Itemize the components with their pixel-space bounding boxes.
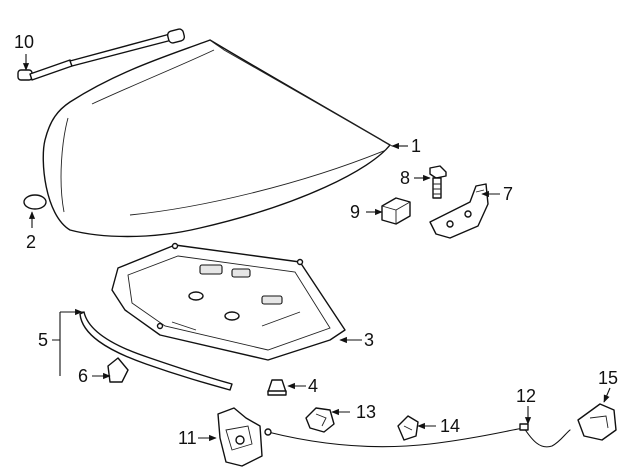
callout-13: 13 [356,402,376,422]
callout-1: 1 [411,136,421,156]
hood-latch[interactable] [217,407,263,467]
callout-15: 15 [598,368,618,388]
callout-8: 8 [400,168,410,188]
callout-10: 10 [14,32,34,52]
callout-11: 11 [178,428,197,448]
release-cable[interactable] [264,423,571,448]
cable-clamp[interactable] [397,415,419,441]
callout-6: 6 [78,366,88,386]
hood-seal[interactable] [79,311,233,391]
hood-hinge[interactable] [429,183,489,239]
callout-7: 7 [503,184,513,204]
hood-bumper[interactable] [381,197,411,225]
callout-2: 2 [26,232,36,252]
callout-labels: 1 2 3 4 5 6 7 8 9 10 11 12 13 14 15 [14,32,618,448]
hood-strut[interactable] [17,28,186,81]
hood-panel[interactable] [42,39,393,238]
release-handle[interactable] [577,403,617,441]
hinge-bolt[interactable] [429,165,447,199]
callout-3: 3 [364,330,374,350]
leader-lines [22,54,611,442]
hood-insulator[interactable] [111,242,346,361]
seal-retainer[interactable] [107,357,129,383]
callout-12: 12 [516,386,536,406]
cable-clip[interactable] [305,407,335,433]
callout-14: 14 [440,416,460,436]
callout-4: 4 [308,376,318,396]
grommet[interactable] [23,194,47,210]
callout-5: 5 [38,330,48,350]
insulator-retainer[interactable] [267,379,287,396]
callout-9: 9 [350,202,360,222]
